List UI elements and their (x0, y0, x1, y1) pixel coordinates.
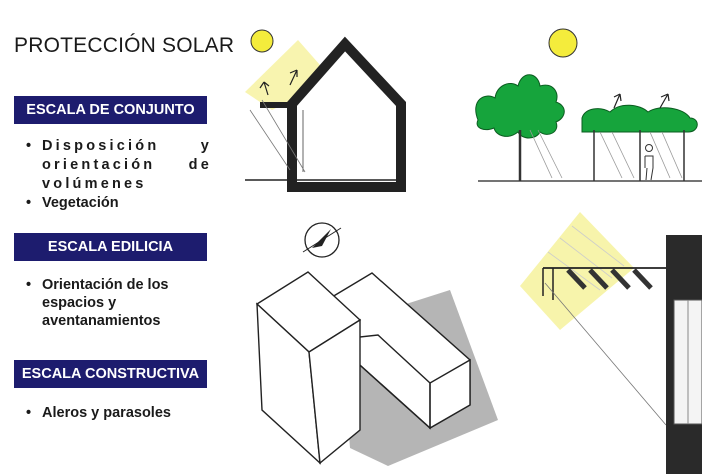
list-item: Vegetación (22, 194, 212, 212)
section-heading-constructiva: ESCALA CONSTRUCTIVA (14, 360, 207, 388)
sun-rays (245, 40, 320, 110)
sun-rays (520, 212, 634, 330)
list-constructiva: Aleros y parasoles (22, 404, 212, 422)
eave-louvers-sketch (520, 212, 702, 474)
list-conjunto: Disposición y orientación de volúmenes V… (22, 137, 212, 212)
sun-icon (250, 29, 274, 53)
pergola-vines-icon (581, 104, 698, 133)
house-section-sketch (245, 29, 406, 192)
page-title: PROTECCIÓN SOLAR (14, 34, 235, 57)
sun-icon (548, 28, 578, 58)
person-icon (645, 144, 653, 152)
axonometric-building-sketch (255, 271, 498, 466)
list-item: Orientación de los espacios y aventanami… (22, 276, 212, 330)
list-item: Aleros y parasoles (22, 404, 212, 422)
section-heading-conjunto: ESCALA DE CONJUNTO (14, 96, 207, 124)
list-item: Disposición y orientación de volúmenes (22, 137, 212, 194)
list-edilicia: Orientación de los espacios y aventanami… (22, 276, 212, 330)
north-arrow-icon (302, 222, 342, 258)
house-outline (287, 36, 406, 192)
vegetation-sketch (475, 28, 702, 182)
tree-crown-icon (475, 74, 565, 139)
section-heading-edilicia: ESCALA EDILICIA (14, 233, 207, 261)
